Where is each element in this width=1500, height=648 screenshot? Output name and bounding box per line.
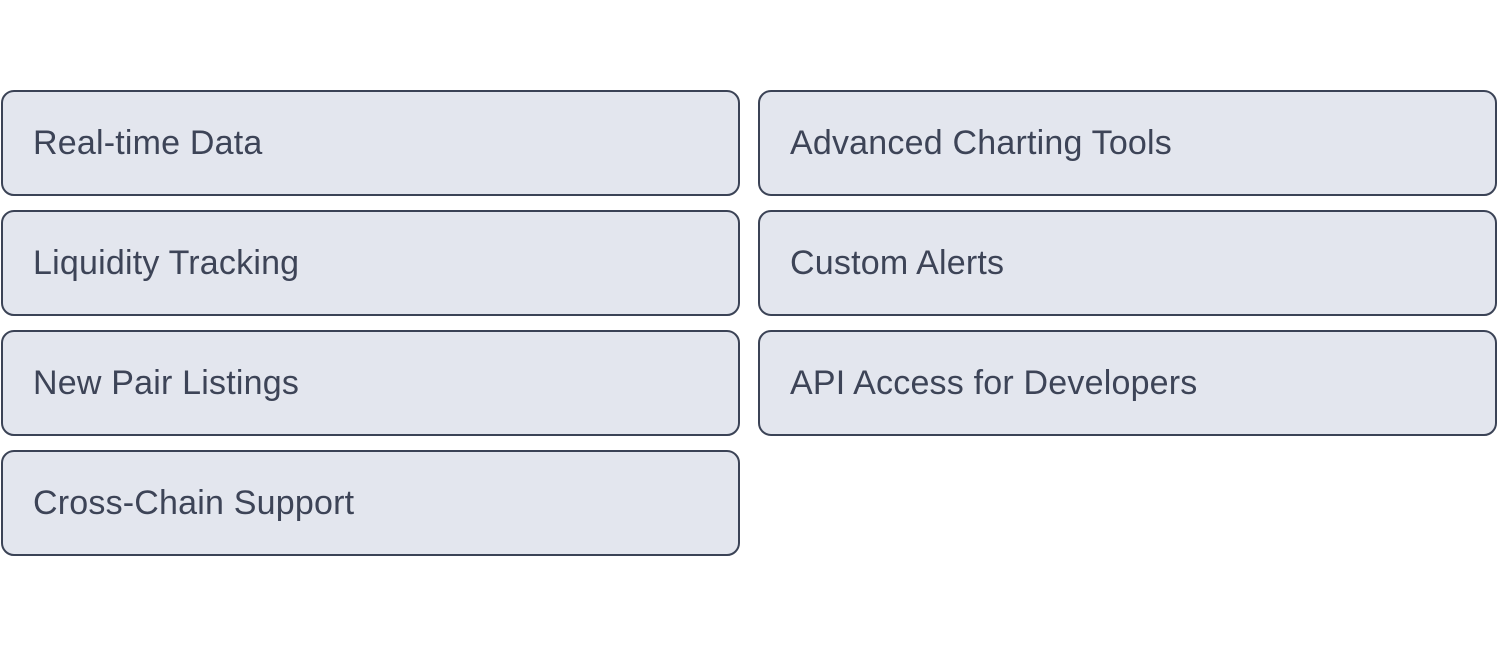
feature-card-label: API Access for Developers <box>790 363 1198 402</box>
feature-card-cross-chain-support[interactable]: Cross-Chain Support <box>1 450 740 556</box>
features-grid: Real-time Data Liquidity Tracking New Pa… <box>1 90 1497 556</box>
features-column-right: Advanced Charting Tools Custom Alerts AP… <box>758 90 1497 556</box>
feature-card-label: Cross-Chain Support <box>33 483 355 522</box>
feature-card-label: Advanced Charting Tools <box>790 123 1172 162</box>
features-column-left: Real-time Data Liquidity Tracking New Pa… <box>1 90 740 556</box>
feature-card-custom-alerts[interactable]: Custom Alerts <box>758 210 1497 316</box>
feature-card-advanced-charting-tools[interactable]: Advanced Charting Tools <box>758 90 1497 196</box>
feature-card-new-pair-listings[interactable]: New Pair Listings <box>1 330 740 436</box>
feature-card-label: Liquidity Tracking <box>33 243 300 282</box>
feature-card-label: New Pair Listings <box>33 363 300 402</box>
feature-card-real-time-data[interactable]: Real-time Data <box>1 90 740 196</box>
feature-card-api-access-for-developers[interactable]: API Access for Developers <box>758 330 1497 436</box>
feature-card-label: Custom Alerts <box>790 243 1005 282</box>
feature-card-liquidity-tracking[interactable]: Liquidity Tracking <box>1 210 740 316</box>
feature-card-label: Real-time Data <box>33 123 263 162</box>
